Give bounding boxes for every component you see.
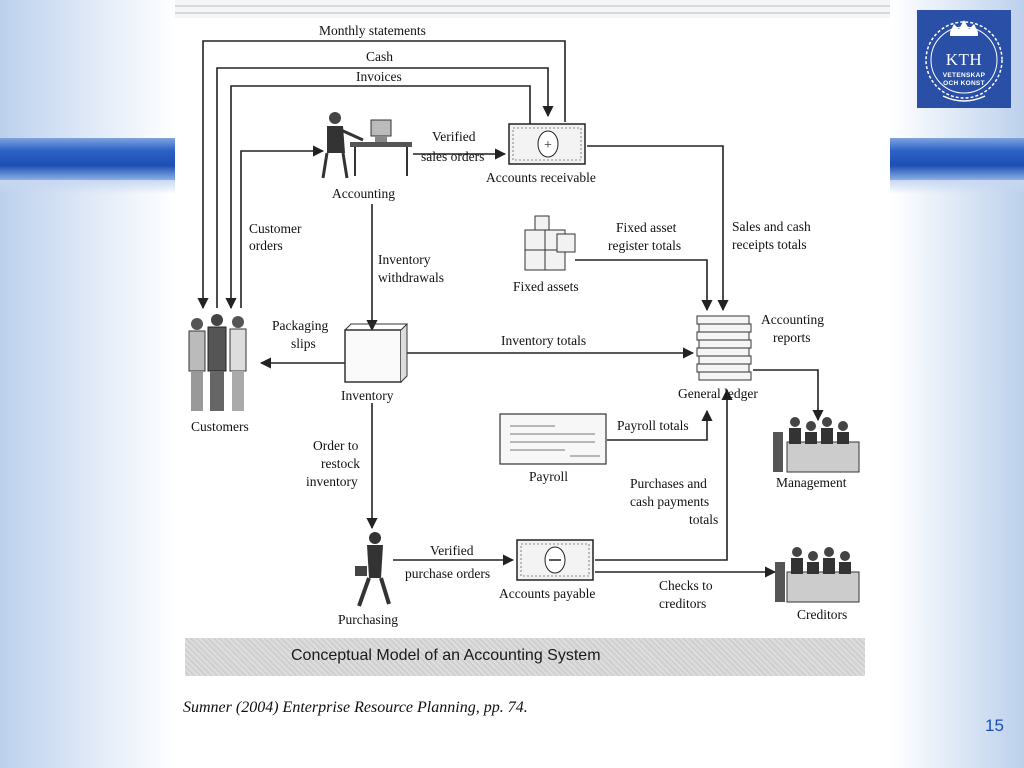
label-purchases-cash-payments-3: totals — [689, 512, 719, 527]
label-cash: Cash — [366, 49, 393, 64]
label-fixed-asset-register-totals-2: register totals — [608, 238, 682, 253]
label-purchases-cash-payments-1: Purchases and — [630, 476, 707, 491]
label-packaging-slips-1: Packaging — [272, 318, 329, 333]
page-number: 15 — [985, 716, 1004, 735]
label-checks-to-creditors-2: creditors — [659, 596, 707, 611]
diagram-connectors: + — [188, 40, 860, 607]
label-inventory-withdrawals-2: withdrawals — [378, 270, 444, 285]
label-accounts-receivable: Accounts receivable — [486, 170, 596, 185]
label-inventory-withdrawals-1: Inventory — [378, 252, 431, 267]
label-checks-to-creditors-1: Checks to — [659, 578, 713, 593]
logo-name: KTH — [945, 50, 983, 69]
label-verified-sales-orders-2: sales orders — [421, 149, 485, 164]
accounts-receivable-bill-icon: + — [508, 123, 586, 165]
label-payroll-totals: Payroll totals — [617, 418, 689, 433]
left-gradient — [0, 0, 175, 768]
accounting-system-diagram: + — [175, 18, 890, 680]
creditors-meeting-icon — [775, 547, 860, 603]
label-payroll: Payroll — [529, 469, 568, 484]
label-inventory-totals: Inventory totals — [501, 333, 587, 348]
label-customer-orders-1: Customer — [249, 221, 302, 236]
label-accounting-reports-1: Accounting — [761, 312, 824, 327]
label-invoices: Invoices — [356, 69, 402, 84]
logo-line1: VETENSKAP — [942, 72, 986, 79]
label-purchases-cash-payments-2: cash payments — [630, 494, 710, 509]
inventory-box-icon — [344, 322, 408, 383]
label-order-to-restock-2: restock — [321, 456, 360, 471]
label-inventory: Inventory — [341, 388, 394, 403]
payroll-check-icon — [499, 413, 607, 465]
accounting-clerk-icon — [321, 112, 412, 179]
svg-text:+: + — [544, 138, 552, 153]
kth-logo: KTH VETENSKAP OCH KONST — [917, 10, 1011, 108]
label-fixed-asset-register-totals-1: Fixed asset — [616, 220, 677, 235]
label-verified-sales-orders-1: Verified — [432, 129, 476, 144]
label-order-to-restock-3: inventory — [306, 474, 358, 489]
citation: Sumner (2004) Enterprise Resource Planni… — [183, 699, 528, 716]
general-ledger-stack-icon — [696, 315, 752, 381]
management-meeting-icon — [773, 417, 860, 473]
fixed-assets-blocks-icon — [524, 215, 576, 271]
right-gradient — [890, 0, 1024, 768]
figure-caption: Conceptual Model of an Accounting System — [291, 647, 601, 664]
label-management: Management — [776, 475, 847, 490]
label-customers: Customers — [191, 419, 249, 434]
label-sales-cash-receipts-totals-2: receipts totals — [732, 237, 807, 252]
label-sales-cash-receipts-totals-1: Sales and cash — [732, 219, 811, 234]
logo-line2: OCH KONST — [943, 80, 985, 87]
label-verified-purchase-orders-2: purchase orders — [405, 566, 491, 581]
label-accounts-payable: Accounts payable — [499, 586, 596, 601]
label-creditors: Creditors — [797, 607, 848, 622]
label-accounting-reports-2: reports — [773, 330, 811, 345]
accounts-payable-bill-icon — [516, 539, 594, 581]
figure-caption-bar — [185, 638, 865, 676]
label-customer-orders-2: orders — [249, 238, 283, 253]
purchasing-agent-icon — [355, 532, 391, 607]
label-general-ledger: General ledger — [678, 386, 758, 401]
customers-group-icon — [188, 314, 247, 411]
label-monthly-statements: Monthly statements — [319, 23, 426, 38]
label-packaging-slips-2: slips — [291, 336, 316, 351]
kth-crown-emblem-icon — [925, 20, 1003, 102]
label-fixed-assets: Fixed assets — [513, 279, 579, 294]
label-order-to-restock-1: Order to — [313, 438, 359, 453]
label-purchasing: Purchasing — [338, 612, 398, 627]
label-accounting: Accounting — [332, 186, 395, 201]
label-verified-purchase-orders-1: Verified — [430, 543, 474, 558]
